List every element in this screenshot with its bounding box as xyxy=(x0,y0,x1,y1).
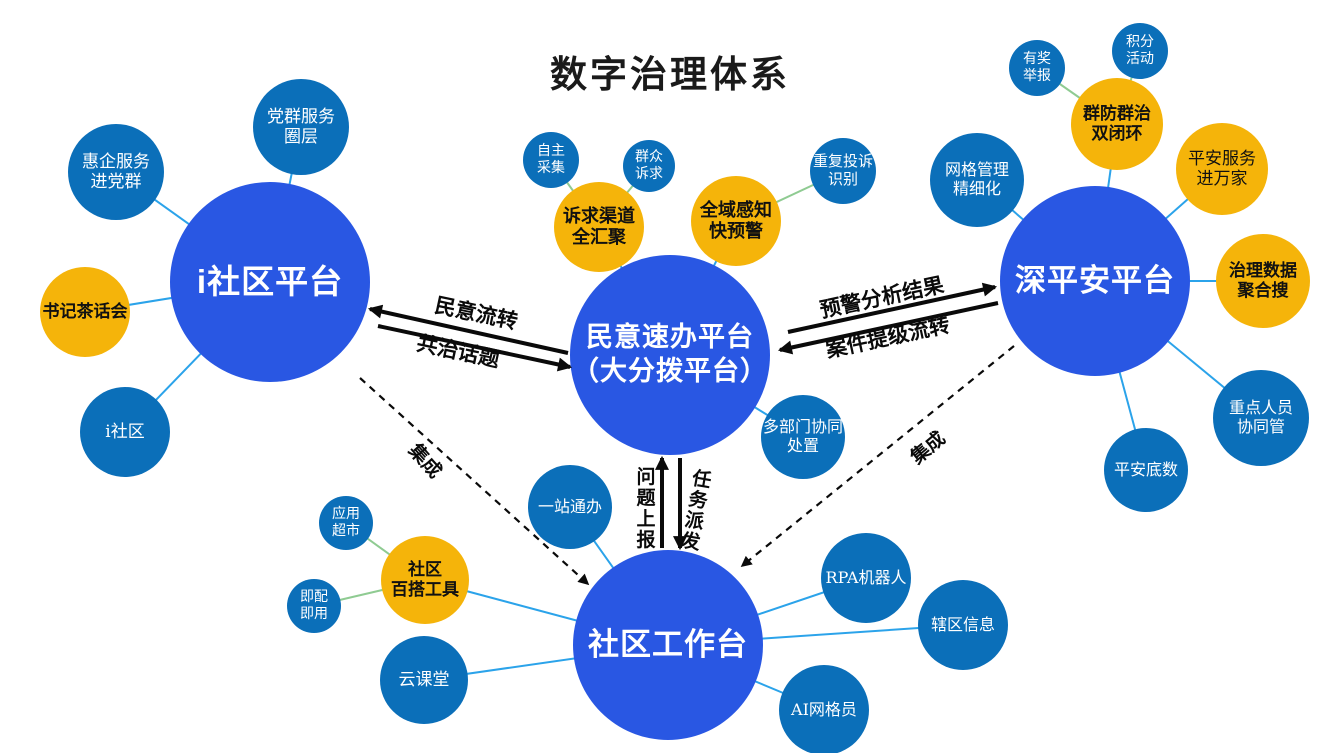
node-qunfang-qunzhi: 群防群治 双闭环 xyxy=(1071,78,1163,170)
node-shequ-baida: 社区 百搭工具 xyxy=(381,536,469,624)
node-zizhu-caiji: 自主 采集 xyxy=(523,132,579,188)
node-pingan-fuwu: 平安服务 进万家 xyxy=(1176,123,1268,215)
arrow-ishequ-to-workbench-dashed xyxy=(359,377,590,586)
node-zhili-shuju: 治理数据 聚合搜 xyxy=(1216,234,1310,328)
node-pingan-dishu: 平安底数 xyxy=(1104,428,1188,512)
node-yun-ketang: 云课堂 xyxy=(380,636,468,724)
node-i-shequ: i社区 xyxy=(80,387,170,477)
node-zhongdian-renyuan: 重点人员 协同管 xyxy=(1213,370,1309,466)
node-suqiu-qudao: 诉求渠道 全汇聚 xyxy=(554,182,644,272)
node-jipei-jiyong: 即配 即用 xyxy=(287,579,341,633)
node-shenpingan-platform: 深平安平台 xyxy=(1000,186,1190,376)
arrow-shenpingan-to-workbench-dashed xyxy=(740,345,1015,568)
node-duobumen-chuzhi: 多部门协同 处置 xyxy=(761,395,845,479)
node-ai-wangge: AI网格员 xyxy=(779,665,869,753)
arrow-minyi-to-ishequ xyxy=(367,304,569,355)
node-wangge-guanli: 网格管理 精细化 xyxy=(930,133,1024,227)
node-i-platform: i社区平台 xyxy=(170,182,370,382)
arrow-ishequ-to-minyi xyxy=(377,324,573,372)
node-shequ-workbench: 社区工作台 xyxy=(573,550,763,740)
node-xiaqu-xinxi: 辖区信息 xyxy=(918,580,1008,670)
node-dangqun-fuwu: 党群服务 圈层 xyxy=(253,79,349,175)
node-minyi-platform: 民意速办平台 （大分拨平台） xyxy=(570,255,770,455)
flow-label-wenti-shangbao: 问 题 上 报 xyxy=(636,467,656,551)
node-rpa-robot: RPA机器人 xyxy=(821,533,911,623)
diagram-title: 数字治理体系 xyxy=(550,54,790,95)
node-yingyong-chaoshi: 应用 超市 xyxy=(319,496,373,550)
node-huiqi-fuwu: 惠企服务 进党群 xyxy=(68,124,164,220)
node-quanyu-ganzhi: 全域感知 快预警 xyxy=(691,176,781,266)
node-yizhan-tongban: 一站通办 xyxy=(528,465,612,549)
node-chongfu-tousu: 重复投诉 识别 xyxy=(810,138,876,204)
arrow-shenpingan-to-minyi xyxy=(777,301,999,355)
node-jifen-huodong: 积分 活动 xyxy=(1112,23,1168,79)
node-youjiang-jubao: 有奖 举报 xyxy=(1009,40,1065,96)
node-qunzhong-suqiu: 群众 诉求 xyxy=(623,140,675,192)
arrow-minyi-to-shenpingan xyxy=(787,282,998,334)
node-shuji-chahua: 书记茶话会 xyxy=(40,267,130,357)
